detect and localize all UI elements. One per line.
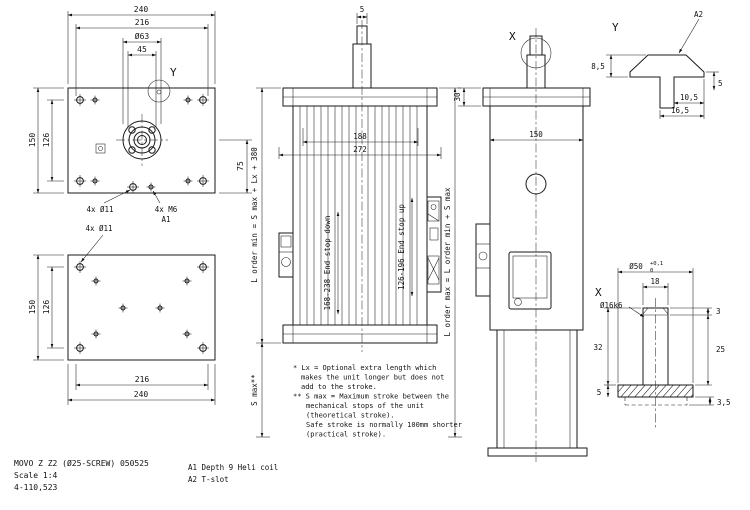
detail-x-label: X: [595, 286, 602, 299]
detail-x-view: X Ø50 +0,1 0 18 Ø16k6: [593, 261, 731, 428]
top-plate-outline: [67, 87, 216, 194]
dim-overall-depth: 150: [28, 133, 37, 148]
right-sensor-rail: [426, 196, 442, 293]
dim-slot-offset: 10,5: [680, 93, 698, 102]
detail-y-callout-circle: [147, 79, 171, 103]
dim-bolt-circle: 45: [137, 45, 147, 54]
body-hole: [525, 173, 547, 195]
drawing-number: 4-110,523: [14, 483, 58, 492]
legend: A1 Depth 9 Heli coil A2 T-slot: [188, 463, 278, 484]
dim-shaft-tip: 5: [360, 5, 365, 14]
dim-shaft-length: 25: [716, 345, 725, 354]
dim-flange-dia: Ø50: [629, 262, 643, 271]
note-line: ** S max = Maximum stroke between the: [293, 393, 449, 401]
dim-overall-width: 240: [134, 390, 149, 399]
title-block: MOVO Z Z2 (Ø25-SCREW) 050525 Scale 1:4 4…: [14, 458, 149, 492]
dim-flange-thk: 5: [597, 388, 602, 397]
detail-y-view: Y A2 8,5 10,5 16,5 5: [591, 10, 723, 119]
left-sensor-bracket: [278, 232, 294, 278]
detail-ref-y: Y: [170, 66, 177, 79]
dim-end-stop-up: 126-196 End stop up: [397, 204, 406, 290]
note-line: * Lx = Optional extra length which: [293, 364, 436, 372]
dim-across: 18: [650, 277, 660, 286]
dim-center-boss: Ø63: [135, 31, 150, 41]
footnotes: * Lx = Optional extra length which makes…: [293, 364, 462, 439]
front-elevation-view: 5 188 272 L order min = S: [250, 5, 462, 438]
callout-threads: 4x M6: [155, 205, 178, 214]
t-slot-profile: [629, 54, 705, 109]
dim-flange-width: 272: [353, 145, 367, 154]
dim-stroke: S max**: [250, 374, 259, 406]
dim-total: 32: [593, 343, 602, 352]
note-line: (practical stroke).: [306, 431, 386, 439]
dim-order-max: L order max = L order min + S max: [443, 187, 452, 336]
callout-holes: 4x Ø11: [86, 205, 113, 214]
dim-flange-dia-tol-upper: +0,1: [650, 261, 663, 267]
drawing-scale: Scale 1:4: [14, 471, 58, 480]
dim-slot-width: 16,5: [671, 106, 689, 115]
body-side: [489, 105, 584, 331]
dim-hole-spacing-depth: 126: [42, 300, 51, 315]
dim-order-min: L order min = S max + Lx + 380: [250, 147, 259, 283]
dim-recess: 3,5: [717, 398, 731, 407]
note-line: add to the stroke.: [301, 383, 377, 391]
ref-a1: A1: [161, 215, 170, 224]
ref-a2: A2: [694, 10, 703, 19]
dim-hole-spacing-width: 216: [135, 18, 150, 27]
legend-a1: A1 Depth 9 Heli coil: [188, 463, 278, 472]
access-panel: [508, 251, 552, 310]
detail-y-label: Y: [612, 21, 619, 34]
note-line: (theoretical stroke).: [306, 412, 395, 420]
base: [487, 447, 588, 457]
dim-body-depth: 150: [529, 130, 543, 139]
top-plan-view: 240 216 Ø63 45 150 126 75 Y 4x Ø11 4x M6: [28, 5, 252, 224]
dim-lip: 5: [718, 79, 723, 88]
dim-body-width: 188: [353, 132, 367, 141]
dim-hole-spacing-width: 216: [135, 375, 150, 384]
dim-overall-depth: 150: [28, 300, 37, 315]
detail-ref-x: X: [509, 30, 516, 43]
dim-shaft: Ø16k6: [600, 301, 623, 310]
bottom-plan-view: 4x Ø11 150 126 216 240: [28, 224, 216, 405]
dim-overall-width: 240: [134, 5, 149, 14]
note-line: makes the unit longer but does not: [301, 374, 444, 382]
dim-height: 8,5: [591, 62, 605, 71]
dim-step: 3: [716, 307, 721, 316]
detail-x-callout-circle: [520, 37, 552, 69]
dim-end-stop-down: 168-238 End stop down: [323, 216, 332, 311]
drawing-title: MOVO Z Z2 (Ø25-SCREW) 050525: [14, 458, 149, 468]
note-line: Safe stroke is normally 100mm shorter: [306, 421, 462, 429]
side-elevation-view: X 30 150: [453, 28, 591, 462]
note-line: mechanical stops of the unit: [306, 402, 424, 410]
dim-flange-dia-tol-lower: 0: [650, 268, 653, 274]
dim-flange-thickness: 30: [453, 92, 462, 102]
callout-holes: 4x Ø11: [85, 224, 112, 233]
dim-hole-spacing-depth: 126: [42, 133, 51, 148]
left-sensor-side: [475, 223, 491, 297]
legend-a2: A2 T-slot: [188, 475, 229, 484]
lower-column: [496, 329, 578, 449]
dim-offset: 75: [236, 161, 245, 171]
bottom-plate-outline: [67, 254, 216, 361]
